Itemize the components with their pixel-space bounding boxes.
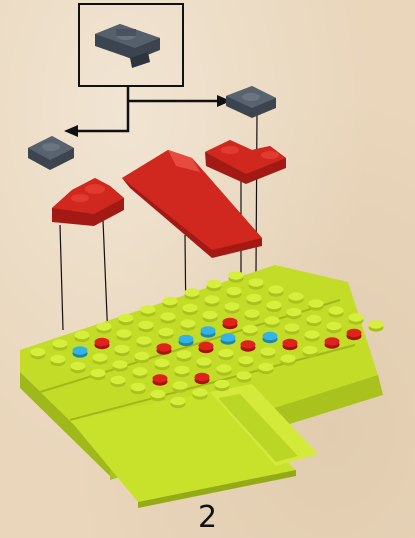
stud [248, 278, 264, 287]
stud [216, 364, 232, 373]
stud [242, 324, 258, 334]
stud [244, 309, 260, 318]
red-wedge-slope-center-icon [122, 150, 262, 258]
stud [170, 396, 186, 406]
stud [72, 346, 88, 355]
stud [348, 313, 364, 322]
stud [258, 362, 274, 372]
stud [96, 322, 112, 331]
stud [328, 306, 344, 315]
stud [150, 389, 166, 399]
stud [52, 339, 68, 348]
stud [158, 327, 174, 337]
arrow-to-left-plate [76, 86, 130, 133]
stud [222, 317, 238, 327]
stud [240, 340, 256, 349]
stud [70, 361, 86, 371]
stud [288, 292, 304, 301]
stud [112, 360, 128, 369]
stud [308, 299, 324, 308]
part-callout [78, 3, 184, 87]
stud [152, 374, 168, 383]
stud [224, 302, 240, 311]
stud [172, 381, 188, 390]
step-number: 2 [197, 500, 218, 535]
stud [346, 328, 362, 338]
lime-base-plate-icon [20, 265, 384, 508]
stud [116, 329, 132, 338]
stud [238, 355, 254, 365]
stud [246, 293, 262, 303]
stud [192, 388, 208, 397]
stud [130, 382, 146, 392]
stud [368, 320, 384, 329]
stud [280, 354, 296, 363]
arrow-head-left-icon [64, 125, 78, 137]
stud [176, 350, 192, 359]
stud [236, 371, 252, 380]
stud [218, 348, 234, 358]
stud [178, 334, 194, 344]
callout-jumper-plate-icon [95, 24, 160, 68]
gray-jumper-plate-left-icon [28, 136, 74, 170]
stud [302, 345, 318, 355]
stud [200, 326, 216, 335]
stud [92, 353, 108, 362]
stud [326, 321, 342, 331]
stud [214, 379, 230, 389]
stud [174, 365, 190, 375]
red-wing-plate-right-icon [205, 140, 286, 184]
stud [262, 331, 278, 341]
stud [182, 303, 198, 313]
stud [220, 333, 236, 342]
stud [132, 367, 148, 376]
stud [94, 337, 110, 347]
stud [266, 300, 282, 310]
stud [140, 305, 156, 314]
stud [134, 351, 150, 361]
stud [226, 286, 242, 296]
stud [118, 313, 134, 323]
stud [160, 312, 176, 321]
stud [198, 341, 214, 351]
stud [228, 271, 244, 280]
stud [204, 295, 220, 304]
stud [90, 368, 106, 378]
stud [264, 316, 280, 325]
stud [304, 330, 320, 339]
stud [260, 347, 276, 356]
stud [268, 285, 284, 294]
stud [286, 307, 302, 317]
stud [50, 354, 66, 364]
stud [282, 338, 298, 348]
stud [202, 310, 218, 320]
arrow-head-right-icon [217, 95, 231, 107]
stud [74, 330, 90, 340]
stud [306, 314, 322, 324]
stud [138, 320, 154, 330]
stud [196, 357, 212, 366]
stud [324, 337, 340, 346]
stud [154, 358, 170, 368]
stud [284, 323, 300, 332]
stud [156, 343, 172, 352]
callout-arrows [76, 86, 218, 133]
stud [162, 296, 178, 306]
stud [136, 336, 152, 345]
gray-jumper-plate-right-icon [226, 86, 276, 118]
stud [206, 279, 222, 289]
stud [180, 319, 196, 328]
red-wing-plate-left-icon [52, 178, 124, 226]
stud [184, 288, 200, 297]
stud [110, 375, 126, 385]
stud [194, 372, 210, 382]
callout-frame [78, 3, 184, 87]
stud [114, 344, 130, 354]
stud [30, 347, 46, 357]
